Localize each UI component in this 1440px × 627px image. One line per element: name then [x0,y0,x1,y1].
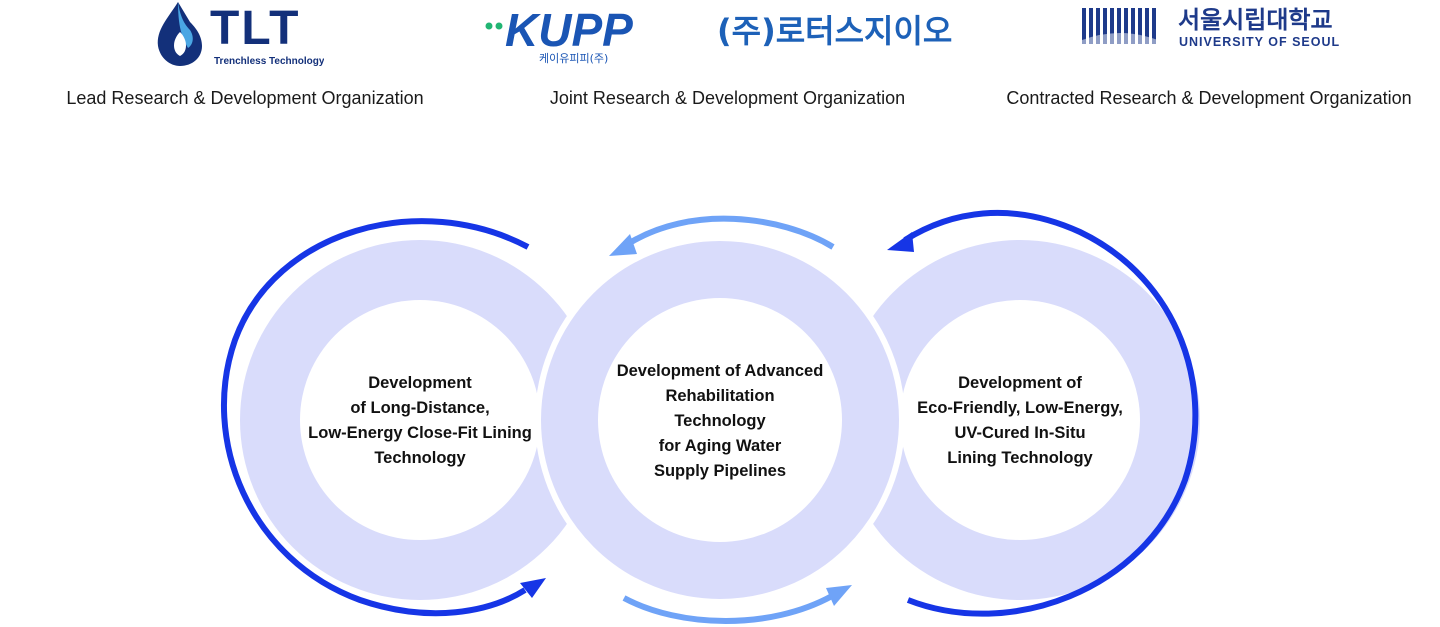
node-center-line: Technology [674,412,766,430]
node-right-line: UV-Cured In-Situ [954,424,1086,442]
lotus-geo-logo: (주)로터스지이오 [717,12,952,50]
ring-right-inner [900,300,1140,540]
node-center-line: Supply Pipelines [653,462,787,480]
kupp-subtext: 케이유피피(주) [539,52,608,65]
node-right-line: Eco-Friendly, Low-Energy, [917,399,1123,417]
node-right-line: Lining Technology [947,449,1093,467]
kupp-brand-text: KUPP [505,4,633,56]
water-drop-icon [157,2,202,66]
center-bottom-arrow-head-icon [826,585,852,606]
contracted-org-caption: Contracted Research & Development Organi… [1006,88,1412,108]
lotus-geo-brand-text: (주)로터스지이오 [717,12,952,50]
tlt-logo: TLT Trenchless Technology [157,2,324,67]
left-outer-arrow [220,218,530,617]
node-left-line: Low-Energy Close-Fit Lining [308,424,532,442]
node-center-line: Development of Advanced [616,362,824,380]
university-emblem-icon [1082,8,1158,44]
joint-org-caption: Joint Research & Development Organizatio… [549,88,906,108]
university-name-en: UNIVERSITY OF SEOUL [1179,35,1340,49]
ring-center-inner [598,298,842,542]
right-outer-arrow [903,209,1199,617]
node-center-line: Rehabilitation [665,387,775,405]
university-name-ko: 서울시립대학교 [1178,6,1333,34]
node-left-line: Technology [374,449,466,467]
node-left-line: Development [368,374,472,392]
university-of-seoul-logo: 서울시립대학교 UNIVERSITY OF SEOUL [1082,6,1340,49]
center-top-arrow-head-icon [609,234,637,256]
node-left-line: of Long-Distance, [350,399,490,417]
center-top-arrow [626,215,835,250]
right-arrow-head-icon [887,232,914,252]
left-arrow-head-icon [520,578,546,598]
center-bottom-arrow [622,593,834,624]
kupp-logo: KUPP 케이유피피(주) [485,4,633,65]
ring-left-inner [300,300,540,540]
tlt-brand-text: TLT [210,2,300,55]
tlt-tagline-text: Trenchless Technology [214,56,324,67]
lead-org-caption: Lead Research & Development Organization [66,88,424,108]
node-right-line: Development of [958,374,1082,392]
node-center-label: Development of Advanced Rehabilitation T… [600,359,840,484]
node-left-label: Development of Long-Distance, Low-Energy… [300,371,540,471]
node-center-line: for Aging Water [658,437,782,455]
node-right-label: Development of Eco-Friendly, Low-Energy,… [900,371,1140,471]
